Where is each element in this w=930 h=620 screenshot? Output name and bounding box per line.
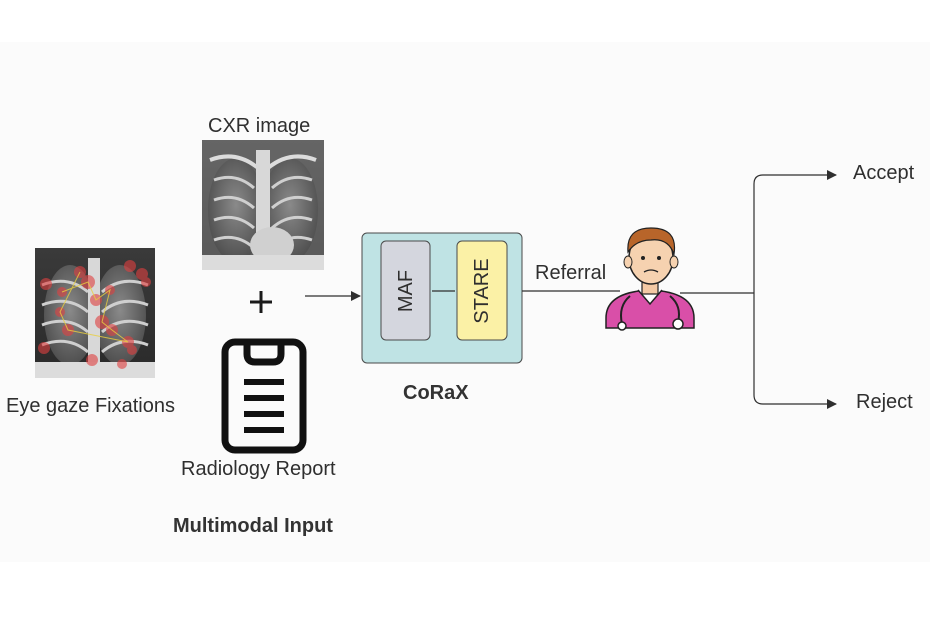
corax-label: CoRaX [403,382,469,404]
maf-module [380,240,431,341]
doctor-icon [605,227,695,331]
stare-module [456,240,508,341]
cxr-image [202,140,324,270]
referral-label: Referral [535,262,607,284]
reject-label: Reject [856,391,913,413]
accept-label: Accept [853,162,915,184]
report-label: Radiology Report [181,458,336,480]
multimodal-input-label: Multimodal Input [173,515,333,537]
gaze-label: Eye gaze Fixations [6,395,175,417]
reject-arrow [753,293,837,409]
maf-label: MAF [395,270,417,312]
eye-gaze-image [35,248,155,378]
accept-arrow [753,170,837,293]
clipboard-icon [221,338,307,454]
cxr-label: CXR image [208,115,311,137]
stare-label: STARE [471,258,493,323]
plus-icon [250,291,272,313]
